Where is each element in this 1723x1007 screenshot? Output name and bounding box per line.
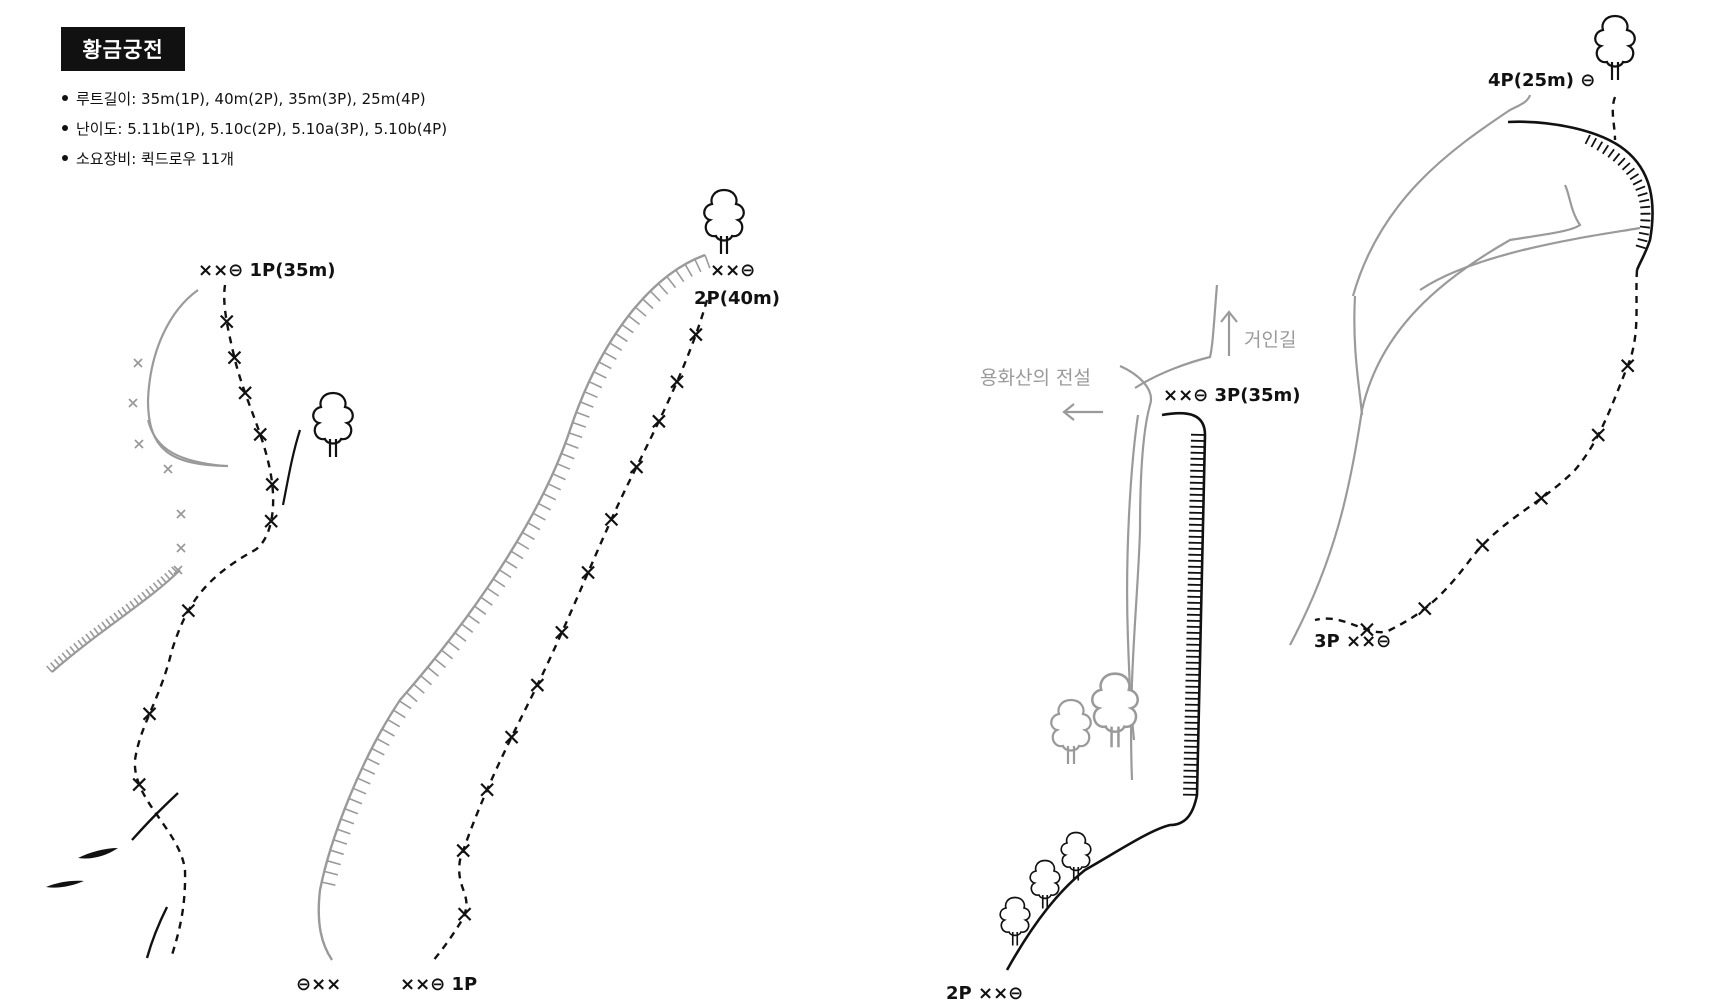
bolt-icon [238,386,252,400]
bolt-icon [264,514,278,528]
tree-icon [1050,698,1092,766]
topo-left: ××⊖ 1P(35m) ××⊖ 2P(40m) ⊖×× ××⊖ 1P [46,188,780,995]
arrow-left-icon [1062,403,1103,421]
bolt-icon [1360,622,1374,637]
rock-line-4p-inner [1353,295,1364,416]
label-start-1p: ××⊖ 1P [400,974,477,995]
label-1p-top: ××⊖ 1P(35m) [198,260,336,281]
bolt-icon [581,565,595,580]
route-line-2p [431,299,709,963]
rock-line-4p-outer [1351,94,1532,297]
bolt-icon [253,427,267,442]
bolt-icon [1591,428,1605,442]
bolt-icon [629,460,644,474]
arrow-up-icon [1220,310,1238,356]
bolt-icon [689,327,703,342]
label-start-left: ⊖×× [296,974,341,995]
route-line-1p [133,284,275,956]
label-giant-path: 거인길 [1244,329,1296,351]
path-line-legend [1119,364,1153,781]
rock-edge-bottom [131,792,179,841]
wall-3p-hatch [1182,433,1206,796]
label-4p-top: 4P(25m) ⊖ [1488,70,1595,91]
ledge-1 [78,848,118,859]
bolt-icon [530,678,545,692]
bolt-icon [132,777,146,792]
bolt-icon [227,350,242,365]
bolt-icon [480,782,494,797]
route-line-4p [1314,96,1639,634]
slab-hatch-grey [46,566,178,673]
bolt-icon [652,414,666,429]
route-title: 황금궁전 [61,27,185,71]
label-start-2p: 2P ××⊖ [946,983,1023,1004]
bullet-icon [62,95,68,101]
label-3p-top: ××⊖ 3P(35m) [1163,385,1301,406]
gear-text: 소요장비: 퀵드로우 11개 [76,150,234,168]
slab-hatch-big [321,254,711,886]
rock-line-4p-mid [1289,184,1582,646]
grey-bolts [128,358,186,575]
grey-ridge-curve [146,289,229,468]
bolts-4p [1360,358,1635,637]
overhang-hatch-grey [147,419,226,467]
bolt-icon [457,907,472,921]
label-start-3p: 3P ××⊖ [1314,631,1391,652]
bolt-icon [1534,491,1549,506]
bolts-1p [132,314,280,792]
ledge-2 [46,880,84,888]
bolt-icon [1417,601,1432,616]
wall-4p-outline [1507,120,1654,271]
route-info-list: 루트길이: 35m(1P), 40m(2P), 35m(3P), 25m(4P)… [58,84,447,174]
wall-4p-hatch [1584,134,1651,250]
bolt-icon [604,512,619,527]
bullet-icon [62,125,68,131]
label-2p-anchor: ××⊖ [710,260,755,281]
label-2p-length: 2P(40m) [694,288,780,309]
topo-right: 거인길 용화산의 전설 ××⊖ 3P(35m) 2P ××⊖ 4P(25m) ⊖… [946,14,1654,1004]
bolt-icon [142,707,157,721]
tree-icon [1594,14,1636,82]
info-gear: 소요장비: 퀵드로우 11개 [58,144,447,174]
rock-line-4p-ledge [1419,226,1641,291]
bolt-icon [1620,358,1635,373]
difficulty-text: 난이도: 5.11b(1P), 5.10c(2P), 5.10a(3P), 5.… [76,120,448,138]
tree-icon [312,391,354,459]
bolt-icon [504,730,519,744]
tree-icon [703,188,745,256]
tree-icon [1060,831,1092,882]
bullet-icon [62,155,68,161]
rock-edge-small [145,906,169,959]
tree-icon [1029,859,1061,910]
bolt-icon [456,843,470,858]
big-slab-edge [317,253,706,961]
bolt-icon [181,603,196,618]
bolt-icon [219,314,234,329]
info-route-length: 루트길이: 35m(1P), 40m(2P), 35m(3P), 25m(4P) [58,84,447,114]
path-line-giant [1134,284,1219,389]
bolt-icon [670,374,684,389]
bolts-2p [456,327,703,921]
label-legend-path: 용화산의 전설 [980,367,1091,389]
bolt-icon [265,477,280,492]
wall-3p-outline [1005,411,1207,971]
grey-slab-line [51,569,181,673]
route-length-text: 루트길이: 35m(1P), 40m(2P), 35m(3P), 25m(4P) [76,90,426,108]
crack-line-1p [281,429,302,506]
bolt-icon [1475,538,1490,552]
info-difficulty: 난이도: 5.11b(1P), 5.10c(2P), 5.10a(3P), 5.… [58,114,447,144]
bolt-icon [555,625,569,640]
